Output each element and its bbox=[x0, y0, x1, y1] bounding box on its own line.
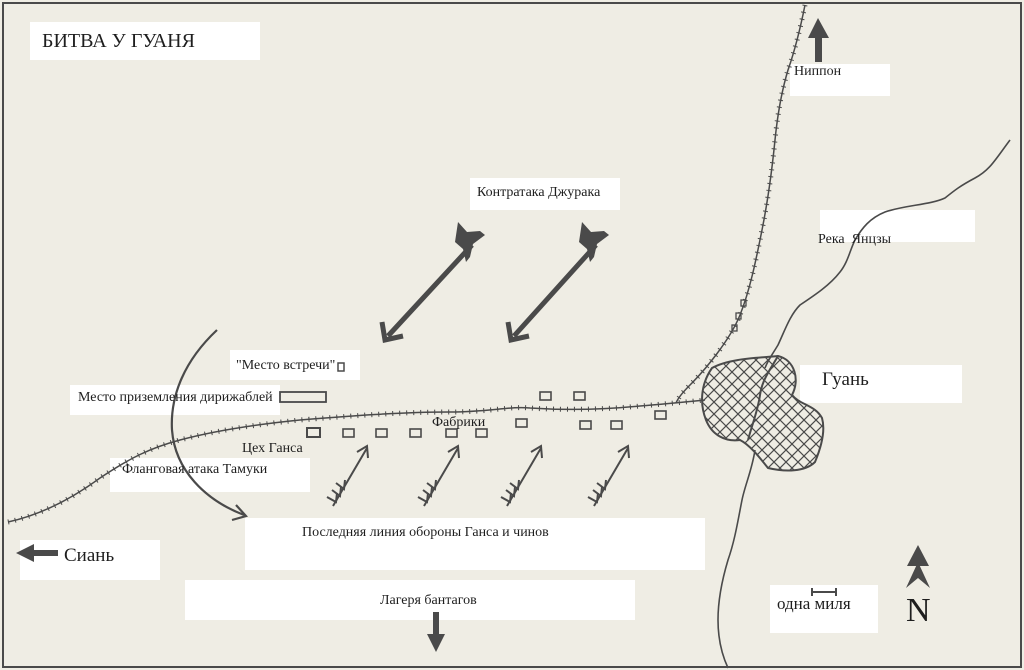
meeting-place-marker bbox=[337, 362, 345, 372]
building bbox=[735, 312, 742, 320]
last-defense-label: Последняя линия обороны Ганса и чинов bbox=[302, 525, 549, 540]
factory-building bbox=[475, 428, 488, 438]
factory-building bbox=[539, 391, 552, 401]
factories bbox=[342, 391, 667, 438]
building bbox=[740, 299, 747, 307]
label-patch bbox=[185, 580, 635, 620]
airship-landing-site bbox=[279, 391, 327, 403]
defense-arrow bbox=[587, 444, 630, 507]
factory-building bbox=[515, 418, 528, 428]
nippon-label: Ниппон bbox=[794, 64, 842, 79]
north-arrow bbox=[906, 545, 930, 588]
city-guan-division bbox=[747, 355, 779, 441]
nippon-arrow bbox=[808, 18, 829, 62]
factory-building bbox=[610, 420, 623, 430]
defense-arrows bbox=[326, 444, 630, 507]
meeting-place-label: "Место встречи" bbox=[236, 358, 336, 373]
railway-north bbox=[675, 4, 806, 404]
railway-main bbox=[7, 399, 706, 523]
hans-shop-building bbox=[306, 427, 321, 438]
label-patch bbox=[245, 518, 705, 570]
bantag-camps-label: Лагеря бантагов bbox=[380, 593, 477, 608]
defense-arrow bbox=[500, 444, 543, 507]
tamuka-flank-label: Фланговая атака Тамуки bbox=[122, 462, 268, 477]
label-patch bbox=[30, 22, 260, 60]
flank-attack-arrow bbox=[170, 329, 249, 522]
scale-bar bbox=[811, 588, 837, 596]
jurak-counterattack-label: Контратака Джурака bbox=[477, 185, 601, 200]
defense-arrow bbox=[417, 444, 460, 507]
factory-building bbox=[409, 428, 422, 438]
factory-building bbox=[573, 391, 586, 401]
label-patch bbox=[820, 210, 975, 242]
city-guan bbox=[701, 354, 825, 472]
xian-label: Сиань bbox=[64, 545, 115, 566]
label-patch bbox=[20, 540, 160, 580]
river-label: Река Янцзы bbox=[818, 232, 892, 247]
factory-building bbox=[375, 428, 388, 438]
label-patch bbox=[470, 178, 620, 210]
label-patch bbox=[790, 64, 890, 96]
scale-label: одна миля bbox=[777, 594, 851, 613]
building bbox=[731, 324, 738, 332]
defense-arrow bbox=[326, 444, 369, 507]
counterattack-arrow-left bbox=[379, 222, 485, 344]
north-letter: N bbox=[906, 592, 931, 629]
factory-building bbox=[445, 428, 458, 438]
label-patch bbox=[110, 458, 310, 492]
factories-label: Фабрики bbox=[432, 415, 486, 430]
factory-building bbox=[342, 428, 355, 438]
river-yangtze bbox=[764, 139, 1011, 369]
railway-main-ties bbox=[7, 397, 706, 525]
bantag-arrow bbox=[427, 612, 445, 652]
factory-building bbox=[654, 410, 667, 420]
airship-landing-label: Место приземления дирижаблей bbox=[78, 390, 273, 405]
factory-building bbox=[579, 420, 592, 430]
map-title: БИТВА У ГУАНЯ bbox=[42, 30, 195, 52]
hans-shop-label: Цех Ганса bbox=[242, 441, 303, 456]
guan-label: Гуань bbox=[822, 369, 869, 390]
counterattack-arrow-right bbox=[505, 222, 609, 344]
xian-arrow bbox=[16, 544, 58, 562]
label-patch bbox=[800, 365, 962, 403]
railway-north-ties bbox=[673, 4, 808, 405]
river-yangtze-south bbox=[717, 449, 756, 669]
